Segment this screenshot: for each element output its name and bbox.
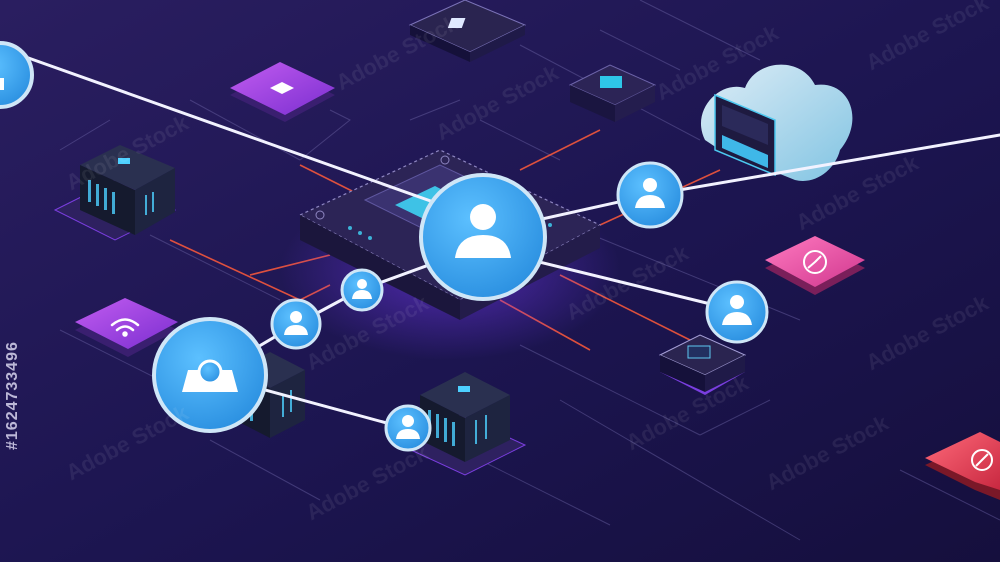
cloud bbox=[700, 64, 853, 181]
user-node-right-top bbox=[616, 161, 684, 229]
user-icon bbox=[722, 295, 752, 325]
stock-id: #1624733496 bbox=[4, 341, 21, 450]
user-node-hub bbox=[419, 173, 547, 301]
server-top-right bbox=[568, 64, 657, 122]
server-left bbox=[53, 145, 177, 241]
user-node-right bbox=[705, 280, 769, 344]
user-icon bbox=[284, 311, 308, 335]
pad-red bbox=[925, 432, 1000, 500]
server-icon bbox=[458, 386, 470, 392]
pad-top-device bbox=[408, 0, 527, 62]
chip-icon bbox=[447, 18, 466, 28]
user-icon bbox=[182, 359, 238, 392]
chip-icon bbox=[270, 82, 294, 94]
wifi-icon bbox=[110, 318, 140, 337]
user-icon bbox=[352, 279, 372, 299]
user-node-bottom bbox=[384, 404, 432, 452]
user-node-large-left bbox=[152, 317, 268, 433]
user-node-small-1 bbox=[340, 268, 384, 312]
pad-top-left-chip bbox=[230, 62, 335, 122]
user-node-small-2 bbox=[270, 298, 322, 350]
pad-wifi bbox=[75, 298, 178, 357]
compass-icon bbox=[971, 449, 993, 471]
pad-pink bbox=[765, 236, 865, 295]
user-node-edge bbox=[0, 41, 34, 109]
server-icon bbox=[600, 76, 622, 88]
device-right bbox=[658, 334, 747, 395]
user-icon bbox=[396, 415, 420, 439]
user-nodes bbox=[0, 41, 769, 452]
user-icon bbox=[0, 78, 4, 90]
server-icon bbox=[118, 158, 130, 164]
clock-icon bbox=[803, 250, 827, 274]
user-icon bbox=[635, 178, 665, 208]
user-icon bbox=[455, 204, 511, 258]
